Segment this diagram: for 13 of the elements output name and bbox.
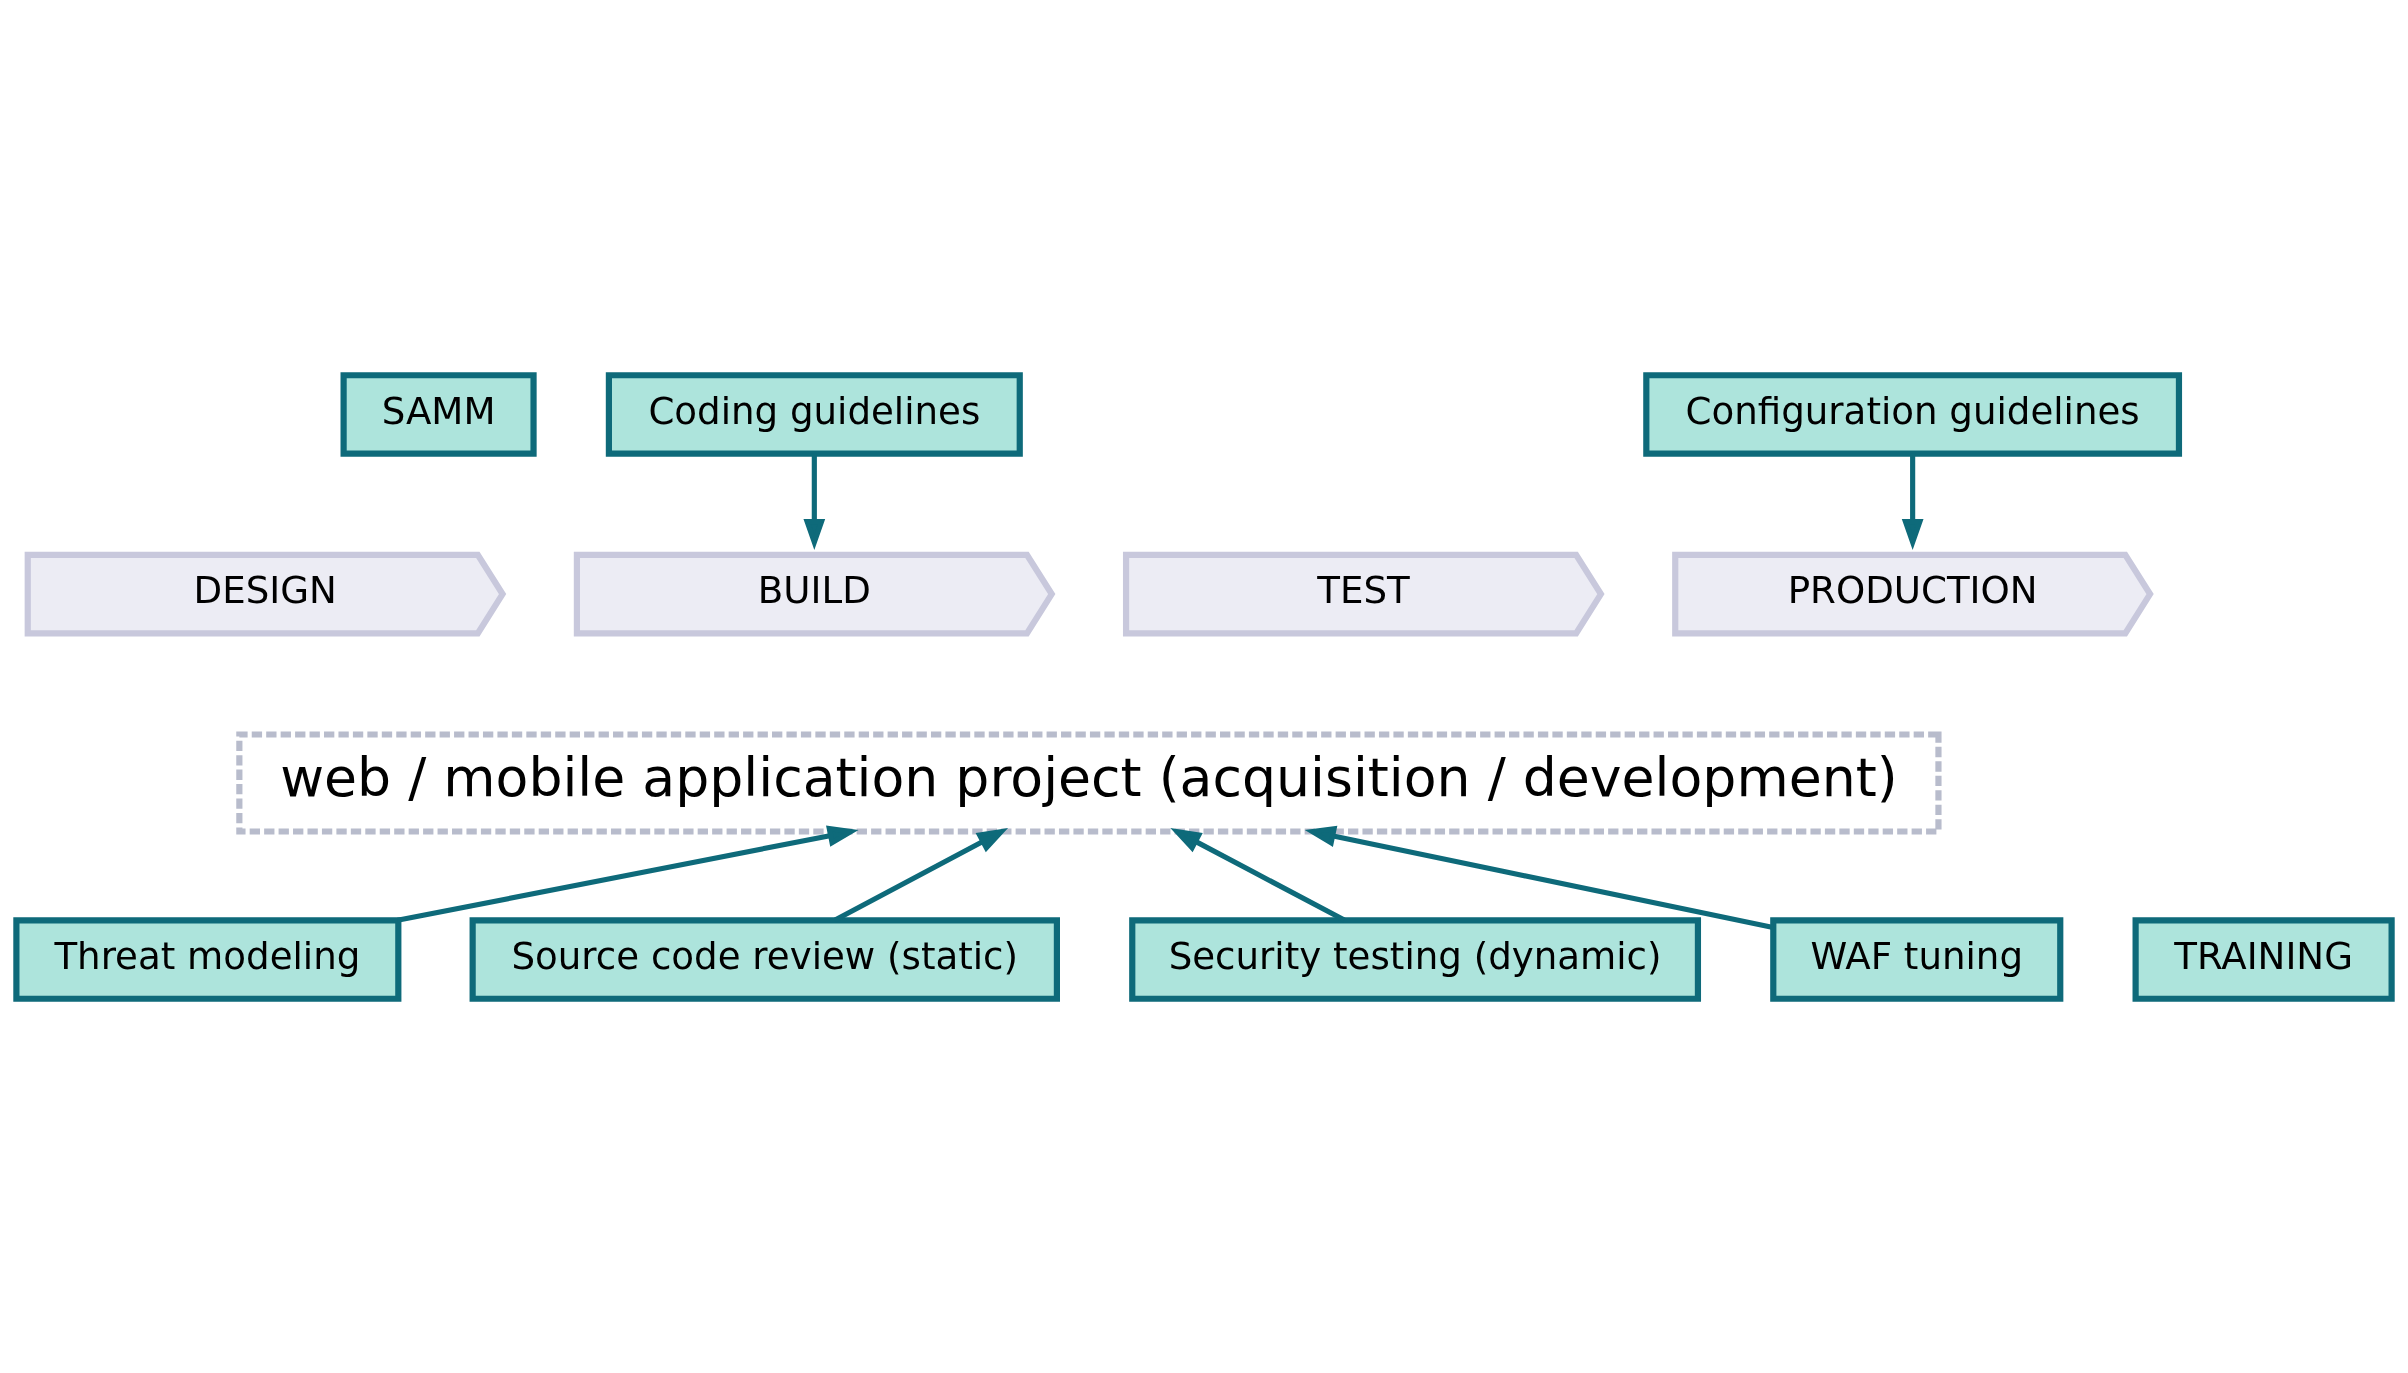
node-box: Security testing (dynamic) xyxy=(1129,916,1702,1002)
node-box: Source code review (static) xyxy=(469,916,1060,1002)
node-box: SAMM xyxy=(340,371,537,457)
node-box: Threat modeling xyxy=(13,916,402,1002)
node-box: Coding guidelines xyxy=(605,371,1023,457)
arrow xyxy=(1304,825,1774,930)
node-box: TRAINING xyxy=(2132,916,2395,1002)
arrow xyxy=(1901,453,1924,550)
node-box: web / mobile application project (acquisition / development) xyxy=(236,730,1942,835)
arrow xyxy=(397,824,859,923)
arrow xyxy=(803,453,826,550)
node-box: WAF tuning xyxy=(1770,916,2064,1002)
node-box: Configuration guidelines xyxy=(1643,371,2183,457)
